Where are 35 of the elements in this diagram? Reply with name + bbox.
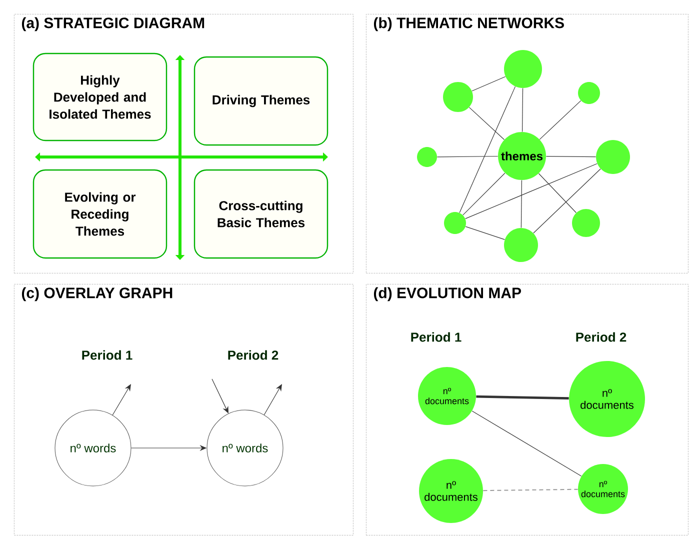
connector-line <box>482 488 578 492</box>
theme-circle <box>596 140 630 174</box>
connector-line <box>472 76 506 92</box>
connector-line <box>539 100 582 140</box>
connector-line <box>533 168 601 234</box>
connector-line <box>476 395 569 400</box>
connector-line <box>468 107 505 140</box>
theme-circle <box>504 50 542 88</box>
arrow <box>212 378 228 414</box>
connector-line <box>522 88 524 132</box>
connector-line <box>465 163 598 219</box>
theme-circle <box>417 147 437 167</box>
connector-line <box>465 226 505 240</box>
quadrant-box: Highly Developed and Isolated Themes <box>32 52 168 142</box>
connector-line <box>436 156 498 158</box>
theme-circle <box>504 228 538 262</box>
column-heading: Period 1 <box>82 350 132 360</box>
connector-line <box>472 410 582 476</box>
quadrant-box: Evolving or Receding Themes <box>32 169 168 259</box>
arrow <box>112 384 131 416</box>
connector-line <box>459 86 516 214</box>
connector-line <box>520 180 522 228</box>
quadrant-box: Driving Themes <box>194 56 328 146</box>
theme-circle <box>578 82 600 104</box>
theme-circle <box>572 209 600 237</box>
column-heading: Period 2 <box>228 350 278 360</box>
quadrant-box: Cross-cutting Basic Themes <box>194 169 328 259</box>
column-heading: Period 2 <box>576 332 626 342</box>
theme-circle <box>444 212 466 234</box>
theme-circle <box>443 82 473 112</box>
connector-line <box>546 156 596 158</box>
connector-line <box>538 173 576 214</box>
arrow <box>264 384 282 416</box>
connector-line <box>462 172 506 216</box>
column-heading: Period 1 <box>411 332 462 342</box>
